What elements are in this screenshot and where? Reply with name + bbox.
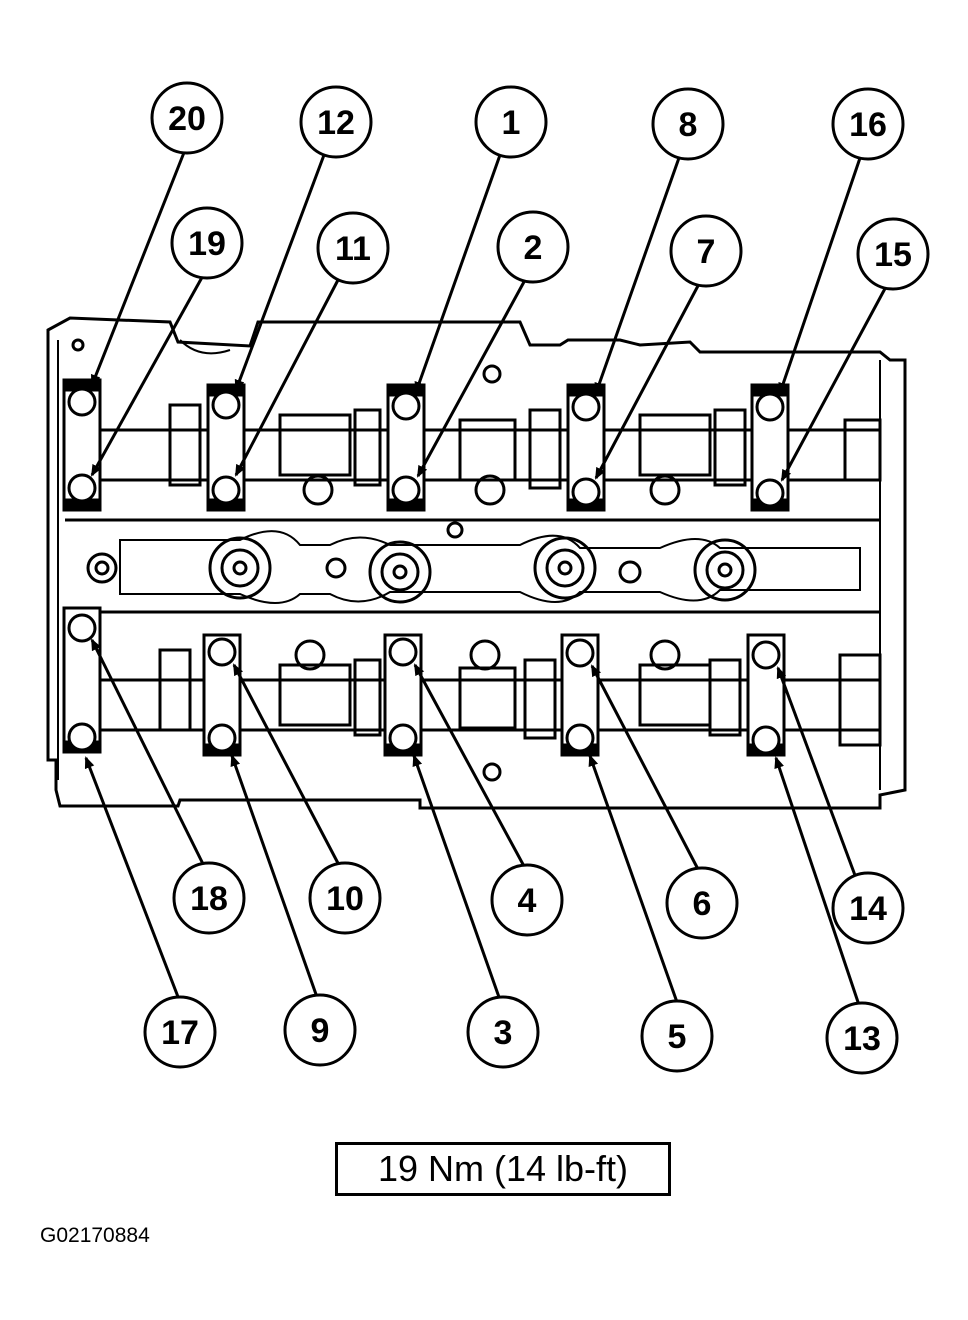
bolt-18 xyxy=(67,613,97,643)
callout-label-4: 4 xyxy=(518,882,537,920)
callout-circle-18 xyxy=(172,861,246,935)
callout-label-17: 17 xyxy=(161,1014,199,1052)
callout-circle-1 xyxy=(474,85,548,159)
callout-circle-3 xyxy=(466,995,540,1069)
bolt-8 xyxy=(571,392,601,422)
callout-label-11: 11 xyxy=(335,230,371,268)
callout-label-14: 14 xyxy=(849,890,887,928)
center-rail xyxy=(65,338,880,782)
bolt-13 xyxy=(751,725,781,755)
callout-label-15: 15 xyxy=(874,236,912,274)
callout-circle-8 xyxy=(651,87,725,161)
bolt-7 xyxy=(571,477,601,507)
callout-circle-5 xyxy=(640,999,714,1073)
callout-circle-17 xyxy=(143,995,217,1069)
bolt-6 xyxy=(565,638,595,668)
callout-circle-11 xyxy=(316,211,390,285)
callout-circle-20 xyxy=(150,81,224,155)
cap-bolts xyxy=(67,387,785,755)
bolt-17 xyxy=(67,722,97,752)
callout-label-12: 12 xyxy=(317,104,355,142)
callout-label-3: 3 xyxy=(494,1014,513,1052)
callout-label-7: 7 xyxy=(697,233,716,271)
callout-circle-19 xyxy=(170,206,244,280)
callout-circle-9 xyxy=(283,993,357,1067)
bolt-19 xyxy=(67,473,97,503)
bolt-12 xyxy=(211,390,241,420)
callout-circle-2 xyxy=(496,210,570,284)
torque-spec-text: 19 Nm (14 lb-ft) xyxy=(377,1148,629,1189)
bolt-5 xyxy=(565,723,595,753)
callout-label-18: 18 xyxy=(190,880,228,918)
callout-label-5: 5 xyxy=(668,1018,687,1056)
bolt-14 xyxy=(751,640,781,670)
bolt-3 xyxy=(388,723,418,753)
callout-label-19: 19 xyxy=(188,225,226,263)
bolt-1 xyxy=(391,391,421,421)
bolt-20 xyxy=(67,387,97,417)
callout-circle-13 xyxy=(825,1001,899,1075)
torque-spec-box: 19 Nm (14 lb-ft) xyxy=(335,1142,671,1196)
callout-label-9: 9 xyxy=(311,1012,330,1050)
bolt-10 xyxy=(207,637,237,667)
callout-circle-6 xyxy=(665,866,739,940)
callout-label-20: 20 xyxy=(168,100,206,138)
figure-id: G02170884 xyxy=(40,1224,150,1247)
bolt-4 xyxy=(388,637,418,667)
callout-label-10: 10 xyxy=(326,880,364,918)
callout-circle-10 xyxy=(308,861,382,935)
callout-circle-4 xyxy=(490,863,564,937)
bolt-16 xyxy=(755,392,785,422)
callout-circle-7 xyxy=(669,214,743,288)
bolt-15 xyxy=(755,478,785,508)
callout-circles xyxy=(143,81,930,1075)
callout-circle-12 xyxy=(299,85,373,159)
bolt-9 xyxy=(207,723,237,753)
leader-arrows xyxy=(84,149,890,1009)
callout-label-1: 1 xyxy=(502,104,521,142)
bolt-2 xyxy=(391,475,421,505)
callout-circle-15 xyxy=(856,217,930,291)
callout-label-8: 8 xyxy=(679,106,698,144)
callout-label-2: 2 xyxy=(524,229,543,267)
callout-label-13: 13 xyxy=(843,1020,881,1058)
callout-label-16: 16 xyxy=(849,106,887,144)
bolt-11 xyxy=(211,475,241,505)
callout-circle-14 xyxy=(831,871,905,945)
callout-label-6: 6 xyxy=(693,885,712,923)
callout-circle-16 xyxy=(831,87,905,161)
callout-numbers: 20 12 1 8 16 19 11 2 7 15 18 10 4 6 14 1… xyxy=(161,100,912,1058)
